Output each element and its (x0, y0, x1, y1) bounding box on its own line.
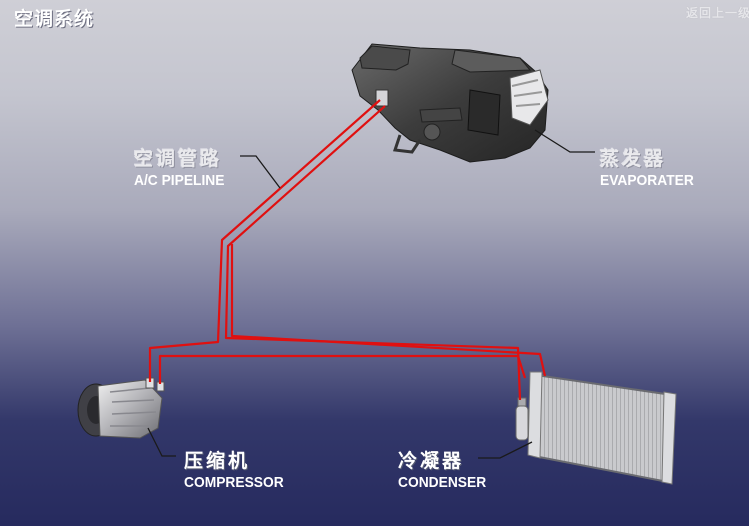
pipeline-label-en: A/C PIPELINE (134, 172, 225, 189)
pipeline-line-4 (158, 354, 527, 384)
pipeline-label-cn: 空调管路 (134, 148, 223, 170)
pipeline-line-1 (148, 99, 381, 382)
page-title: 空调系统 (14, 8, 95, 30)
pipeline-label: 空调管路 A/C PIPELINE (134, 144, 232, 189)
evaporator-unit (351, 43, 549, 163)
compressor-label-en: COMPRESSOR (184, 474, 284, 491)
pipeline-line-3 (230, 244, 547, 377)
back-link[interactable]: 返回上一级 (685, 6, 749, 20)
evaporator-leader (534, 129, 595, 153)
condenser-leader (478, 441, 533, 459)
ac-pipeline (148, 99, 547, 401)
leader-lines (147, 129, 595, 459)
pipeline-line-2 (224, 105, 522, 401)
evaporator-label: 蒸发器 EVAPORATER (600, 144, 702, 189)
compressor-label-cn: 压缩机 (184, 450, 251, 472)
compressor-unit (77, 377, 165, 439)
compressor-label: 压缩机 COMPRESSOR (184, 446, 292, 491)
evaporator-label-cn: 蒸发器 (600, 148, 667, 170)
evaporator-label-en: EVAPORATER (600, 172, 694, 189)
condenser-label-en: CONDENSER (398, 474, 487, 491)
pipeline-leader (240, 155, 281, 189)
condenser-unit (527, 371, 677, 485)
condenser-label-cn: 冷凝器 (398, 450, 465, 472)
condenser-label: 冷凝器 CONDENSER (398, 446, 494, 491)
receiver-drier (515, 397, 529, 441)
compressor-leader (147, 427, 176, 457)
